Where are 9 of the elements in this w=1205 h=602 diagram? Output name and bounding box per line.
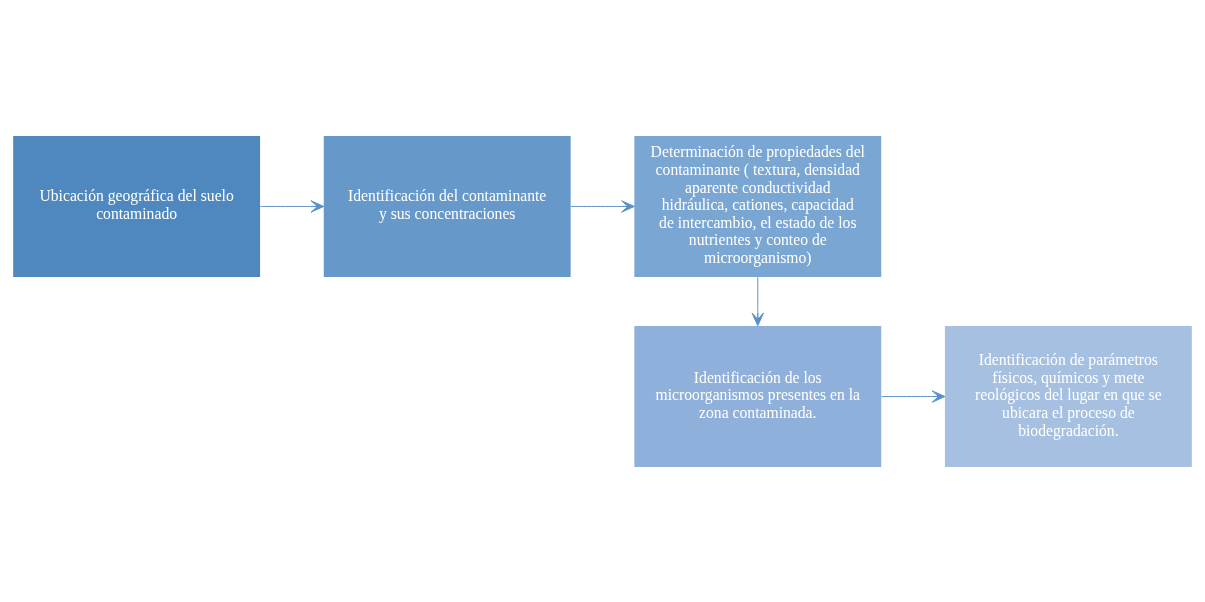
node-box: Ubicación geográfica del suelo contaminado xyxy=(13,135,261,277)
node-box: Determinación de propiedades del contaminante ( textura, densidad aparente conductividad hidráulica, cationes, capacidad de intercambio, el estado de los nutrientes y conteo de microorganismo) xyxy=(634,135,882,277)
arrow xyxy=(259,199,325,213)
node-box: Identificación de parámetros físicos, químicos y mete reológicos del lugar en que se ubicara el proceso de biodegradación. xyxy=(944,325,1192,467)
arrow xyxy=(570,199,635,213)
node-box: Identificación de los microorganismos presentes en la zona contaminada. xyxy=(634,325,882,467)
arrow xyxy=(880,389,946,403)
node-box: Identificación del contaminante y sus concentraciones xyxy=(323,135,571,277)
arrow xyxy=(751,276,764,326)
